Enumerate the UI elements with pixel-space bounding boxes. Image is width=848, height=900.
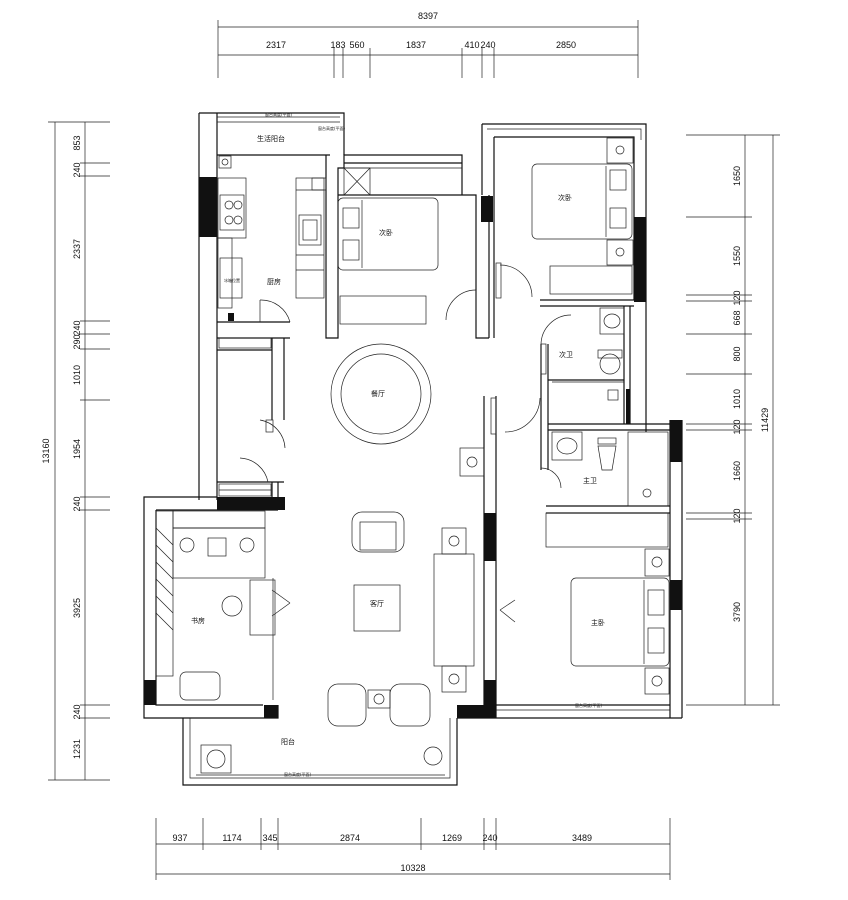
left-dimension-lines [48, 121, 110, 781]
left-dim-10: 240 [72, 704, 82, 719]
master-bedroom-furniture [545, 512, 670, 695]
room-label-balcony: 阳台 [281, 737, 295, 746]
top-dim-6: 240 [480, 40, 495, 50]
living-furniture [327, 447, 485, 727]
left-dim-9: 3925 [72, 598, 82, 618]
right-dim-8: 1660 [732, 461, 742, 481]
left-dim-7: 1954 [72, 439, 82, 459]
bottom-dim-5: 1269 [442, 833, 462, 843]
bottom-dim-7: 3489 [572, 833, 592, 843]
top-dim-3: 560 [349, 40, 364, 50]
right-dim-5: 800 [732, 346, 742, 361]
solid-columns [144, 177, 682, 718]
annotation-window-note-2: 窗台高度(平面) [318, 125, 346, 131]
right-dimension-lines [686, 134, 780, 706]
room-label-bedroom-secondary-2: 次卧 [558, 193, 572, 202]
annotation-window-note-3: 窗台高度(平面) [575, 702, 603, 708]
room-label-utility-balcony: 生活阳台 [257, 134, 285, 143]
right-dim-7: 120 [732, 419, 742, 434]
right-dim-4: 668 [732, 310, 742, 325]
top-dimension-lines [217, 20, 639, 78]
right-dim-1: 1650 [732, 166, 742, 186]
sliding-doors [218, 337, 272, 497]
bed-secondary-1 [337, 167, 439, 325]
bottom-dim-1: 937 [172, 833, 187, 843]
left-dim-8: 240 [72, 496, 82, 511]
left-dim-4: 240 [72, 320, 82, 335]
left-dim-11: 1231 [72, 739, 82, 759]
room-label-study: 书房 [191, 616, 205, 625]
right-dim-2: 1550 [732, 246, 742, 266]
left-dim-2: 240 [72, 162, 82, 177]
room-label-living: 客厅 [370, 599, 384, 608]
annotation-window-note-1: 窗台高度(平面) [265, 111, 293, 117]
bottom-dimension-lines [155, 818, 671, 880]
dining-table [330, 343, 432, 445]
right-dim-9: 120 [732, 508, 742, 523]
kitchen-counter [217, 177, 327, 309]
study-furniture [155, 510, 276, 701]
left-dim-3: 2337 [72, 239, 82, 259]
bottom-dim-3: 345 [262, 833, 277, 843]
annotation-fridge-note: 冰箱位置 [224, 277, 240, 283]
room-label-dining: 餐厅 [371, 389, 385, 398]
left-dim-5: 290 [72, 334, 82, 349]
washer-icon [218, 155, 232, 169]
master-bath-fixtures [551, 431, 669, 507]
top-dim-2: 183 [330, 40, 345, 50]
balcony-planters [200, 744, 443, 774]
room-label-bedroom-secondary-1: 次卧 [379, 228, 393, 237]
annotation-window-note-4: 窗台高度(平面) [284, 771, 312, 777]
room-label-guest-bath: 次卫 [559, 350, 573, 359]
left-dim-1: 853 [72, 135, 82, 150]
room-label-master-bath: 主卫 [583, 476, 597, 485]
right-dim-6: 1010 [732, 389, 742, 409]
top-dim-1: 2317 [266, 40, 286, 50]
top-dim-7: 2850 [556, 40, 576, 50]
room-label-master-bedroom: 主卧 [591, 618, 605, 627]
bottom-dim-4: 2874 [340, 833, 360, 843]
bottom-dim-2: 1174 [222, 833, 241, 843]
top-total-dim: 8397 [418, 11, 438, 21]
top-dim-5: 410 [464, 40, 479, 50]
right-dim-10: 3790 [732, 602, 742, 622]
guest-bath-fixtures [552, 307, 625, 401]
bottom-dim-6: 240 [482, 833, 497, 843]
room-label-kitchen: 厨房 [267, 277, 281, 286]
bottom-total-dim: 10328 [400, 863, 425, 873]
left-total-dim: 13160 [41, 438, 51, 463]
top-dim-4: 1837 [406, 40, 426, 50]
right-dim-3: 120 [732, 290, 742, 305]
doors [239, 262, 572, 623]
bed-secondary-2 [531, 137, 634, 295]
right-total-dim: 11429 [760, 408, 770, 432]
left-dim-6: 1010 [72, 365, 82, 385]
